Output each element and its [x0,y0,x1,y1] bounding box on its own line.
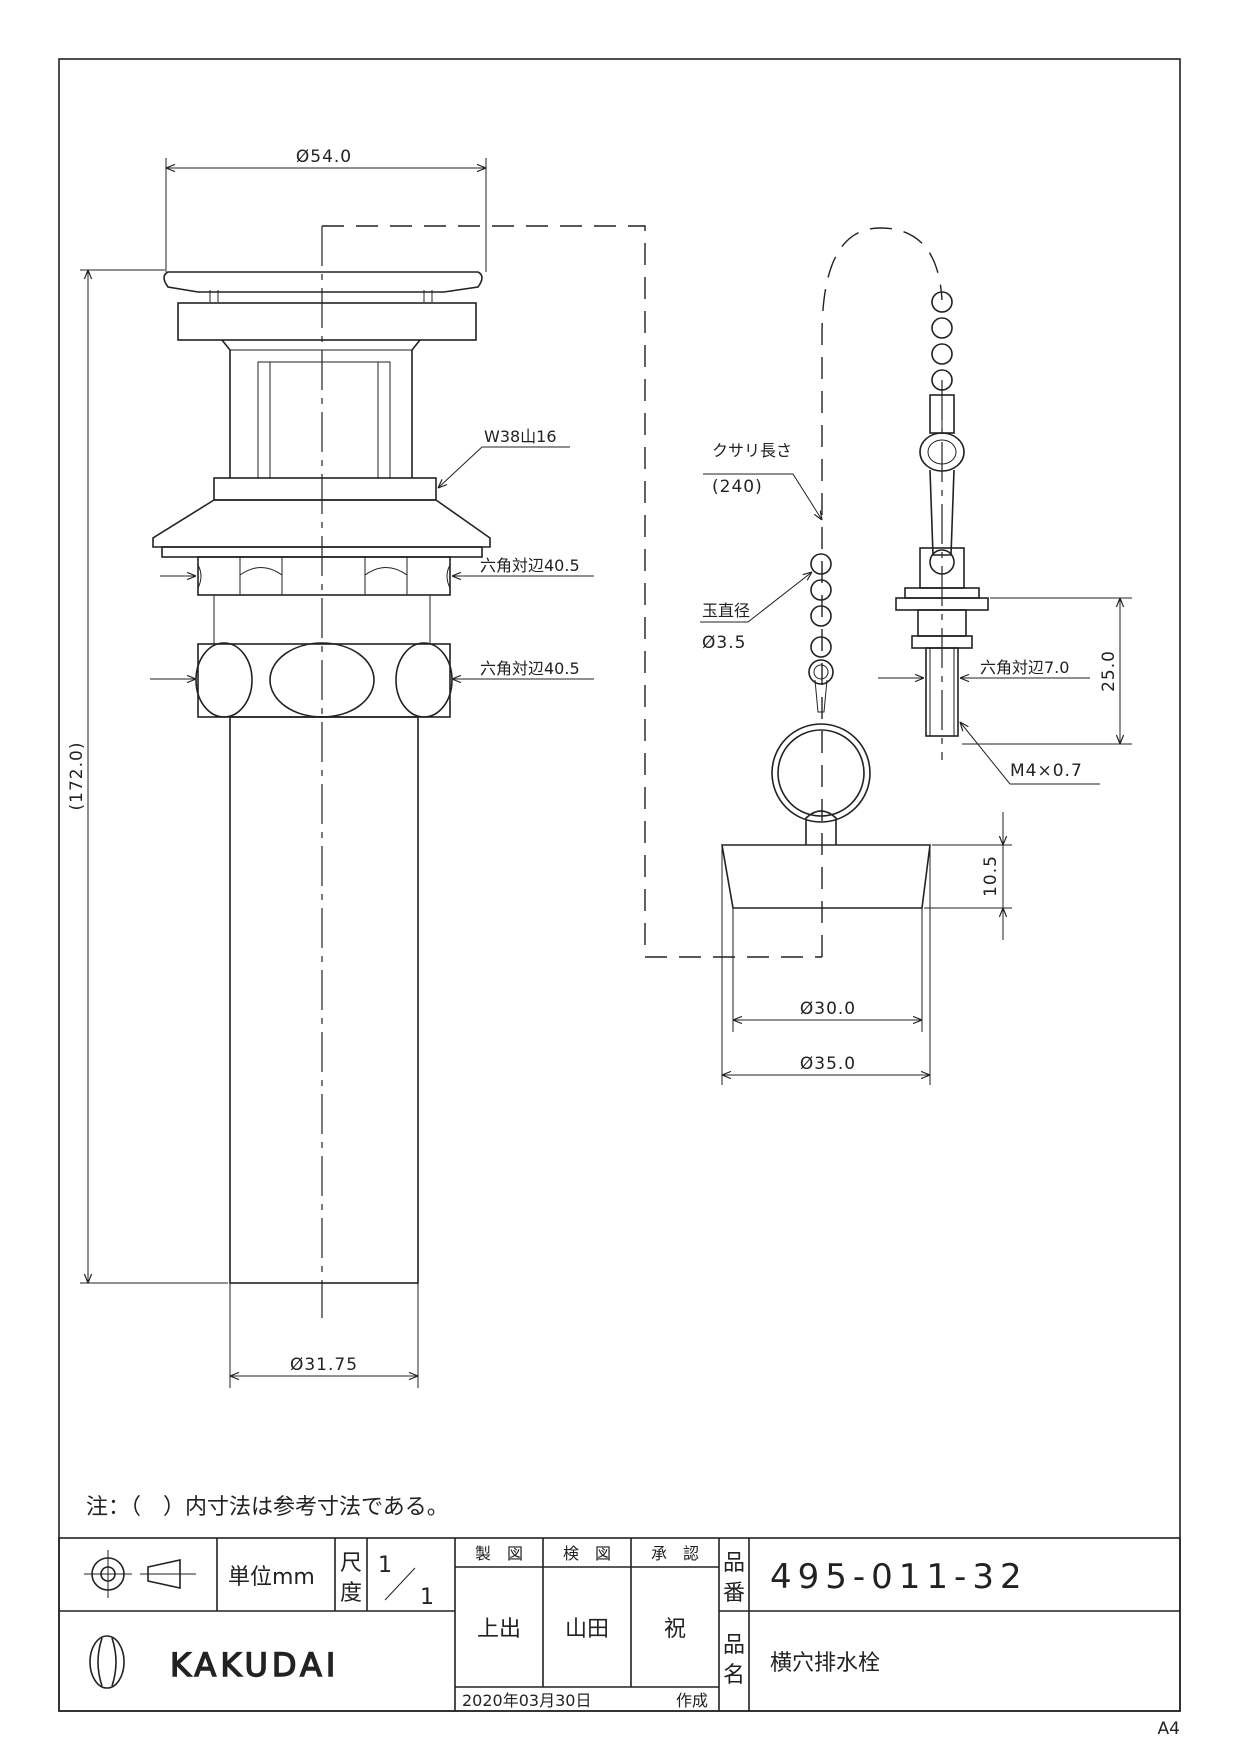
dim-ball-dia-label: 玉直径 [702,601,750,620]
scale-label-1: 尺 [340,1551,362,1576]
drawn-name: 上出 [477,1617,521,1642]
part-no-label-2: 番 [723,1581,745,1606]
dim-chain-length-value: (240) [712,477,763,497]
plug-chain-view [721,227,943,1085]
dim-hex-1: 六角対辺40.5 [480,556,580,575]
dim-plug-dia-small: Ø30.0 [800,999,856,1019]
dim-flange-dia: Ø54.0 [296,147,352,167]
dim-screw: M4×0.7 [1010,761,1083,781]
part-no-label-1: 品 [723,1551,745,1576]
title-block [58,1537,1181,1712]
dim-chain-length-label: クサリ長さ [712,441,792,460]
company-logo-text: KAKUDAI [170,1646,339,1684]
checked-name: 山田 [565,1617,609,1642]
kakudai-logo-icon [89,1635,125,1689]
projection-symbol-icon [84,1550,196,1598]
dim-plug-dia-large: Ø35.0 [800,1054,856,1074]
sheet-size: A4 [1158,1719,1180,1739]
reference-note: 注：（ ）内寸法は参考寸法である。 [86,1495,449,1520]
dim-hex-2: 六角対辺40.5 [480,659,580,678]
part-name-label-2: 名 [723,1663,745,1688]
created-label: 作成 [676,1691,708,1710]
dim-hex-3: 六角対辺7.0 [980,658,1069,677]
dim-overall-length: (172.0) [67,742,87,811]
part-name-label-1: 品 [723,1633,745,1658]
part-number: 495-011-32 [770,1557,1028,1597]
scale-label-2: 度 [340,1581,362,1606]
dim-pipe-dia: Ø31.75 [290,1355,358,1375]
dim-ball-dia-value: Ø3.5 [702,633,746,653]
dim-height-25: 25.0 [1099,650,1119,692]
dim-thread: W38山16 [484,427,557,446]
dim-plug-height: 10.5 [981,855,1001,897]
dimension-lines [80,158,1132,1388]
drain-body-view [152,225,822,1318]
unit-label: 単位mm [228,1565,315,1590]
part-name: 横穴排水栓 [770,1651,880,1676]
scale-numerator: 1 [378,1553,392,1578]
drawn-label: 製 図 [475,1544,523,1563]
approved-name: 祝 [664,1617,686,1642]
scale-denominator: 1 [420,1585,434,1610]
drawing-border [58,58,1181,1712]
checked-label: 検 図 [563,1544,611,1563]
approved-label: 承 認 [651,1544,699,1563]
chain-holder-view [895,291,989,760]
creation-date: 2020年03月30日 [462,1691,591,1710]
